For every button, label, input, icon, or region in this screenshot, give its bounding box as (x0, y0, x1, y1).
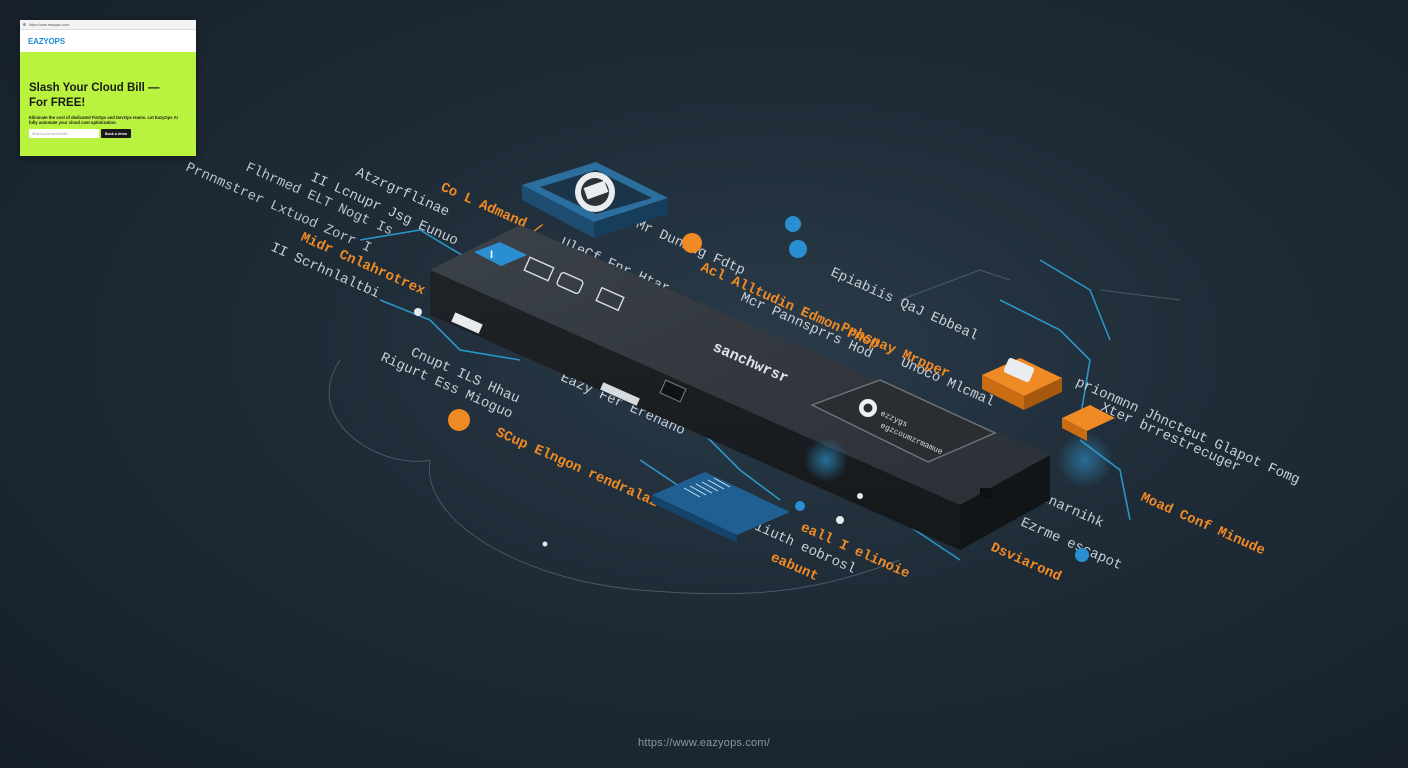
orange-module-right (982, 357, 1062, 410)
svg-text:SCup Elngon rendralaz: SCup Elngon rendralaz (493, 425, 661, 511)
thumbnail-hero: Slash Your Cloud Bill — For FREE! Elimin… (20, 52, 196, 139)
headline-line-2: For FREE! (29, 96, 86, 109)
website-thumbnail[interactable]: https://www.eazyops.com/ EAZYOPS Slash Y… (20, 20, 196, 156)
floating-key-module (522, 162, 668, 238)
browser-url-bar: https://www.eazyops.com/ (20, 20, 196, 30)
book-demo-button[interactable]: Book a demo (101, 129, 131, 139)
work-email-input[interactable] (29, 129, 99, 139)
thumbnail-headline: Slash Your Cloud Bill — For FREE! (29, 81, 187, 110)
circuit-traces-faint (328, 269, 1181, 595)
email-signup-form: Book a demo (29, 129, 187, 139)
blue-circuit-board (652, 472, 790, 543)
svg-text:Dsviarond: Dsviarond (988, 540, 1064, 585)
headline-line-1: Slash Your Cloud Bill — (29, 82, 160, 94)
thumbnail-url: https://www.eazyops.com/ (29, 22, 70, 27)
orange-module-small (1062, 405, 1115, 441)
browser-dot-icon (23, 23, 26, 26)
svg-text:Moad Conf Minude: Moad Conf Minude (1138, 490, 1267, 559)
thumbnail-description: Eliminate the cost of dedicated FinOps a… (29, 115, 178, 126)
svg-text:I: I (490, 249, 493, 261)
footer-url[interactable]: https://www.eazyops.com/ (638, 737, 770, 749)
thumbnail-navbar: EAZYOPS (20, 30, 196, 52)
eazyops-logo[interactable]: EAZYOPS (28, 36, 65, 46)
dot-blue-1 (785, 216, 801, 232)
